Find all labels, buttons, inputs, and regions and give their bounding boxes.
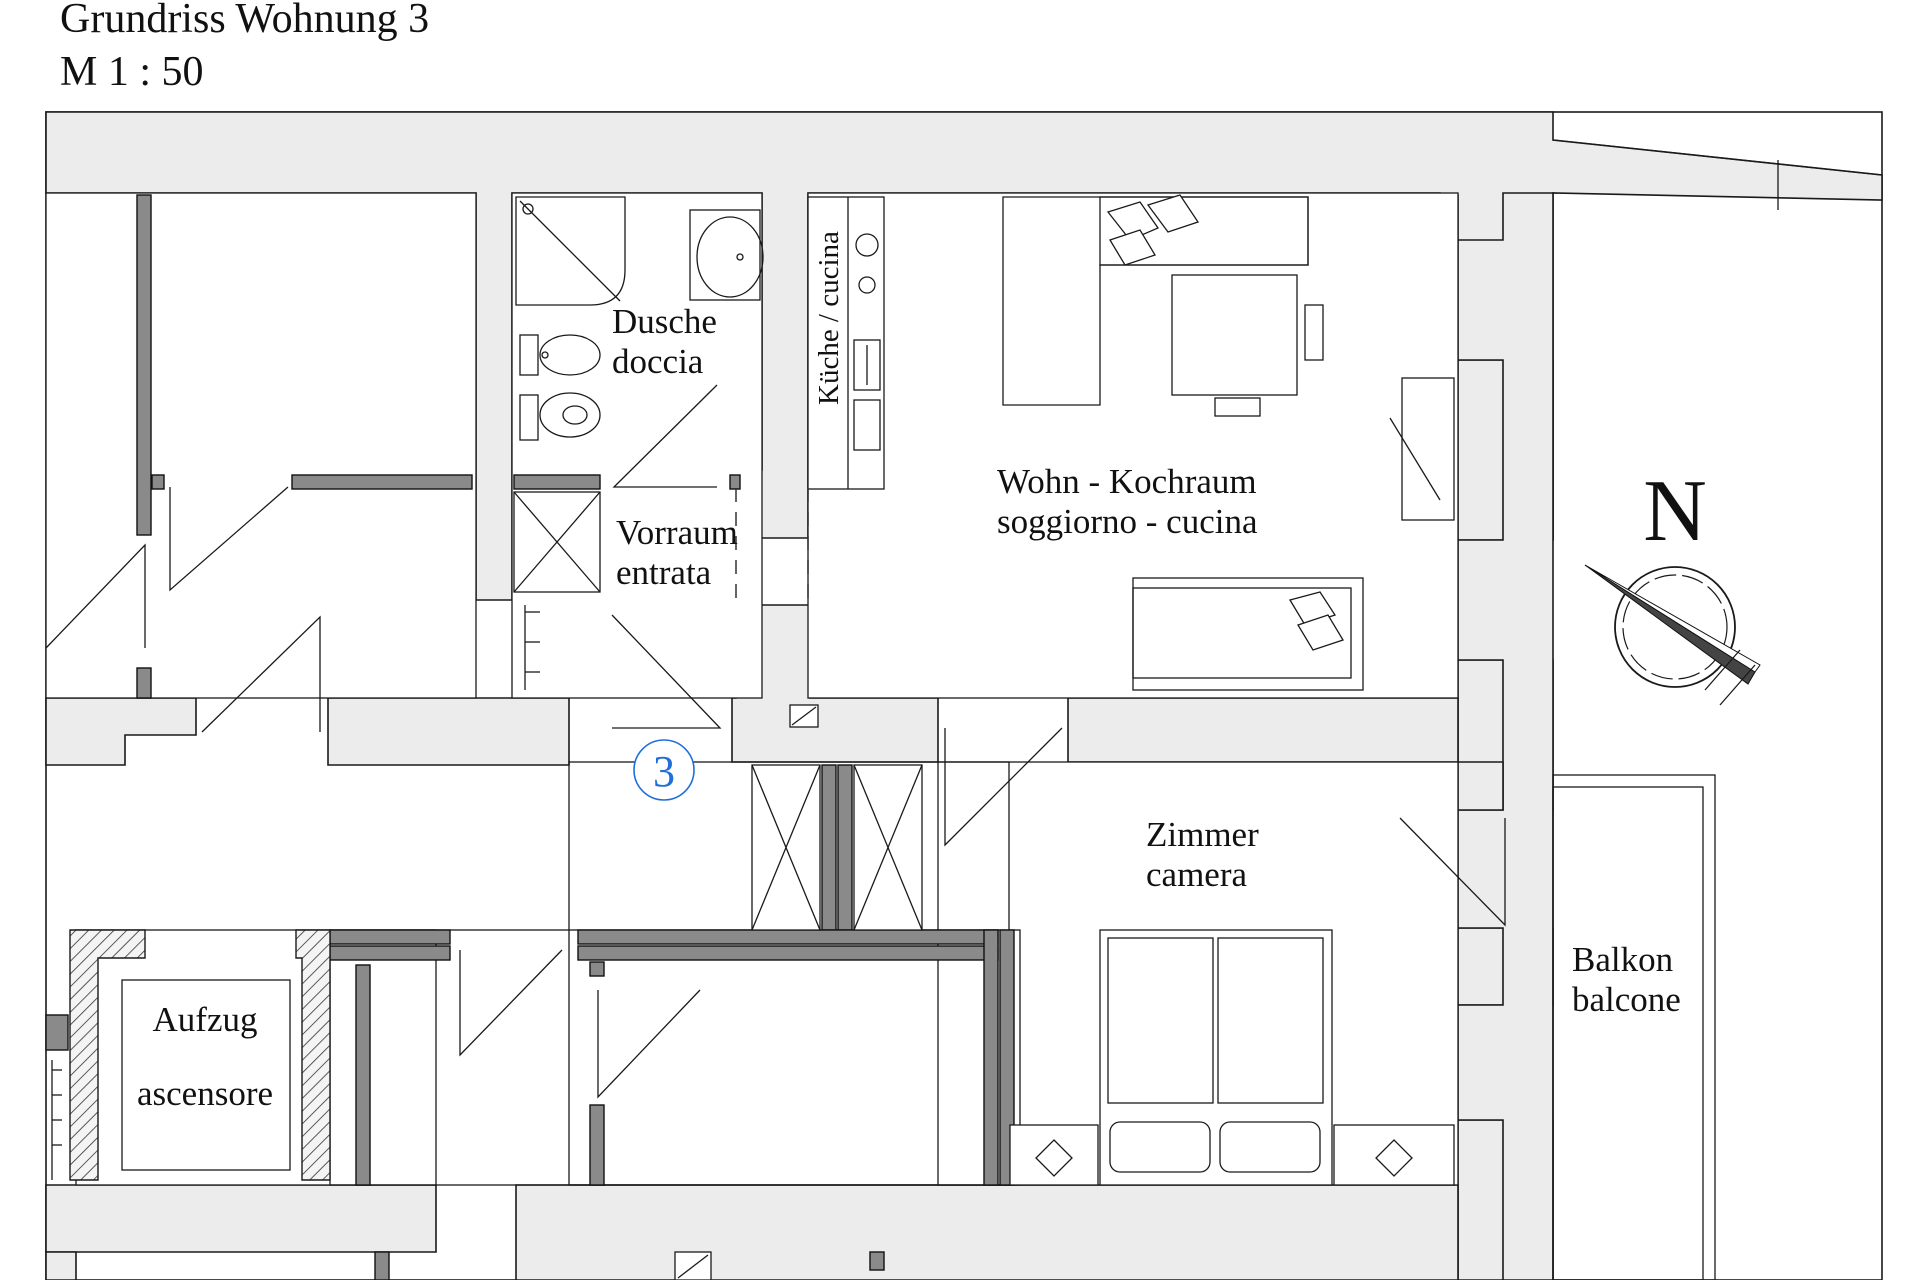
nightstand-right — [1333, 1124, 1455, 1186]
vent-shaft — [674, 704, 819, 1280]
label-elevator-it: ascensore — [137, 1074, 273, 1113]
wall-shelf — [1389, 377, 1455, 521]
plan-scale: M 1 : 50 — [60, 49, 204, 95]
plan-title: Grundriss Wohnung 3 — [60, 0, 429, 42]
label-entrance-it: entrata — [616, 553, 712, 592]
label-balcony-de: Balkon — [1572, 940, 1673, 979]
balcony-railing — [1552, 774, 1716, 1280]
shower-tray — [515, 196, 626, 306]
label-bedroom-it: camera — [1146, 855, 1247, 894]
north-letter: N — [1643, 463, 1707, 560]
label-kitchenette: Küche / cucina — [813, 231, 845, 405]
door-swings — [45, 384, 1506, 1099]
label-elevator-de: Aufzug — [153, 1000, 258, 1039]
label-entrance-de: Vorraum — [616, 513, 738, 552]
wardrobe-hall-right — [853, 764, 923, 931]
washbasin — [689, 209, 764, 301]
wardrobe-entrance — [513, 491, 601, 690]
wardrobe-hall-left — [751, 764, 821, 931]
kitchen-counter — [807, 196, 885, 490]
sofa-corner — [1002, 194, 1309, 406]
room-labels: Dusche doccia Küche / cucina Wohn - Koch… — [137, 231, 1681, 1113]
partition-walls — [45, 194, 1015, 1280]
label-living-it: soggiorno - cucina — [997, 502, 1258, 541]
dining-table — [1171, 274, 1324, 417]
bidet — [519, 334, 601, 376]
apartment-number: 3 — [653, 747, 675, 796]
sofa-living — [1132, 577, 1364, 691]
angled-wall-edge — [1552, 139, 1883, 210]
nightstand-left — [1009, 1124, 1099, 1186]
walls — [45, 111, 1883, 1280]
label-balcony-it: balcone — [1572, 980, 1681, 1019]
toilet — [519, 392, 601, 441]
apartment-number-marker: 3 — [633, 739, 695, 801]
label-shower-de: Dusche — [612, 302, 717, 341]
double-bed — [1099, 929, 1333, 1186]
label-shower-it: doccia — [612, 342, 704, 381]
dashed-opening — [735, 488, 809, 605]
label-living-de: Wohn - Kochraum — [997, 462, 1257, 501]
elevator-shaft — [51, 929, 331, 1181]
label-bedroom-de: Zimmer — [1146, 815, 1259, 854]
north-arrow: N — [1584, 463, 1761, 706]
